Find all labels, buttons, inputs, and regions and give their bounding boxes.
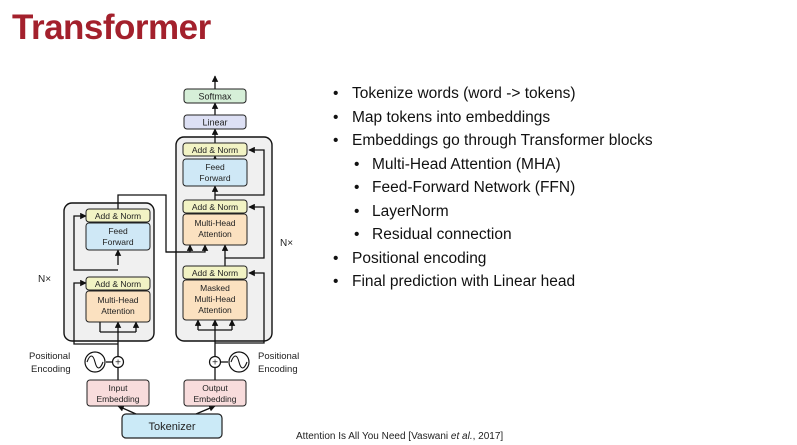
citation-text: Attention Is All You Need [Vaswani bbox=[296, 431, 451, 442]
decoder-masked-attention bbox=[182, 279, 248, 321]
slide-title: Transformer bbox=[12, 8, 211, 47]
linear-box bbox=[183, 114, 247, 130]
decoder-sine-curve bbox=[230, 355, 248, 369]
bullet-positional-encoding: Positional encoding bbox=[333, 247, 653, 271]
softmax-box bbox=[183, 88, 247, 104]
input-embedding-line2: Embedding bbox=[96, 394, 139, 404]
decoder-positional-label-line2: Encoding bbox=[258, 364, 298, 375]
encoder-plus-node bbox=[111, 355, 125, 369]
decoder-nx-label: N× bbox=[280, 238, 293, 249]
bullet-tokenize: Tokenize words (word -> tokens) bbox=[333, 82, 653, 106]
bullet-residual: Residual connection bbox=[333, 223, 653, 247]
linear-label: Linear bbox=[202, 118, 227, 128]
decoder-cross-attention-line2: Attention bbox=[198, 229, 232, 239]
tokenizer-box bbox=[121, 413, 223, 439]
encoder-add-norm-1-label: Add & Norm bbox=[95, 279, 141, 289]
input-embedding-line1: Input bbox=[109, 383, 129, 393]
decoder-plus-sign: + bbox=[212, 358, 218, 369]
output-embedding-line1: Output bbox=[202, 383, 228, 393]
decoder-masked-attention-line3: Attention bbox=[198, 305, 232, 315]
encoder-add-norm-2 bbox=[85, 208, 151, 223]
bullet-list: Tokenize words (word -> tokens) Map toke… bbox=[333, 82, 653, 294]
encoder-attention-line2: Attention bbox=[101, 306, 135, 316]
input-embedding-box bbox=[86, 379, 150, 407]
bullet-mha: Multi-Head Attention (MHA) bbox=[333, 153, 653, 177]
bullet-transformer-blocks: Embeddings go through Transformer blocks bbox=[333, 129, 653, 153]
decoder-feed-forward-line1: Feed bbox=[205, 162, 225, 172]
softmax-label: Softmax bbox=[198, 92, 232, 102]
encoder-positional-label-line1: Positional bbox=[29, 351, 70, 362]
bullet-layernorm: LayerNorm bbox=[333, 200, 653, 224]
encoder-positional-label-line2: Encoding bbox=[31, 364, 71, 375]
decoder-cross-attention bbox=[182, 213, 248, 246]
citation: Attention Is All You Need [Vaswani et al… bbox=[296, 431, 503, 442]
citation-year: , 2017] bbox=[472, 431, 504, 442]
encoder-add-norm-1 bbox=[85, 276, 151, 291]
encoder-attention bbox=[85, 290, 151, 323]
bullet-linear-head: Final prediction with Linear head bbox=[333, 270, 653, 294]
encoder-feed-forward bbox=[85, 222, 151, 251]
decoder-masked-attention-line2: Multi-Head bbox=[194, 294, 235, 304]
bullet-ffn: Feed-Forward Network (FFN) bbox=[333, 176, 653, 200]
encoder-plus-sign: + bbox=[115, 358, 121, 369]
output-embedding-line2: Embedding bbox=[193, 394, 236, 404]
decoder-add-norm-1 bbox=[182, 265, 248, 280]
encoder-sine-curve bbox=[86, 355, 104, 369]
decoder-feed-forward-line2: Forward bbox=[199, 173, 230, 183]
decoder-plus-node bbox=[208, 355, 222, 369]
decoder-cross-attention-line1: Multi-Head bbox=[194, 218, 235, 228]
encoder-add-norm-2-label: Add & Norm bbox=[95, 211, 141, 221]
bullet-embeddings: Map tokens into embeddings bbox=[333, 106, 653, 130]
decoder-feed-forward bbox=[182, 158, 248, 187]
citation-et-al: et al. bbox=[450, 431, 473, 442]
decoder-masked-attention-line1: Masked bbox=[200, 283, 230, 293]
encoder-feed-forward-line1: Feed bbox=[108, 226, 128, 236]
decoder-add-norm-2 bbox=[182, 199, 248, 214]
tokenizer-label: Tokenizer bbox=[148, 421, 195, 433]
encoder-nx-label: N× bbox=[38, 274, 51, 285]
decoder-add-norm-2-label: Add & Norm bbox=[192, 202, 238, 212]
encoder-attention-line1: Multi-Head bbox=[97, 295, 138, 305]
decoder-add-norm-1-label: Add & Norm bbox=[192, 268, 238, 278]
encoder-feed-forward-line2: Forward bbox=[102, 237, 133, 247]
decoder-positional-label-line1: Positional bbox=[258, 351, 299, 362]
decoder-add-norm-3 bbox=[182, 142, 248, 157]
decoder-add-norm-3-label: Add & Norm bbox=[192, 145, 238, 155]
output-embedding-box bbox=[183, 379, 247, 407]
